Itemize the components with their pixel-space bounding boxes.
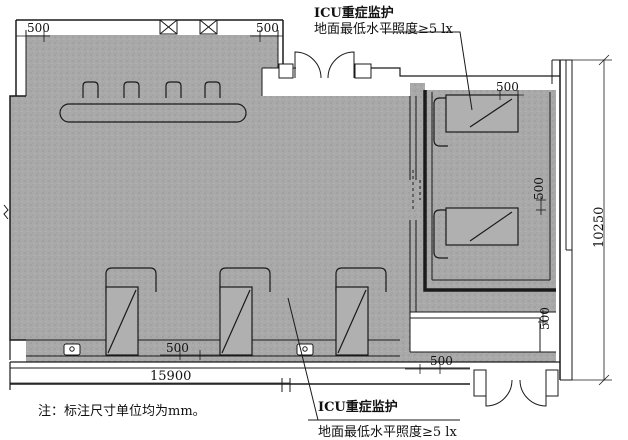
leader-lines (287, 31, 473, 421)
floor-area (10, 35, 556, 362)
sinks (63, 343, 314, 356)
label-icu-top-title: ICU重症监护 (314, 6, 394, 21)
dim-500-bottom-right: 500 (430, 354, 453, 368)
units-note: 注：标注尺寸单位均为mm。 (38, 404, 206, 419)
dim-500-bottom-mid: 500 (166, 341, 189, 355)
ceiling-equipment (159, 19, 218, 35)
outer-walls (9, 19, 573, 397)
dim-500-top-left: 500 (27, 21, 50, 35)
break-mark (3, 204, 9, 220)
dim-overall-width: 15900 (150, 369, 192, 384)
label-icu-bottom-illuminance: 地面最低水平照度≥5 lx (318, 425, 457, 440)
label-icu-top-illuminance: 地面最低水平照度≥5 lx (314, 22, 453, 37)
dim-500-right-lower: 500 (538, 307, 552, 330)
dimension-lines (10, 30, 612, 386)
beds-right (433, 94, 519, 259)
dim-500-right-bed-mid: 500 (532, 177, 546, 200)
partition-glass (412, 170, 421, 212)
dim-overall-height: 10250 (592, 206, 607, 248)
door-bottom (485, 379, 547, 407)
nurse-station (59, 81, 247, 123)
beds-bottom (105, 267, 387, 356)
door-top (294, 51, 355, 79)
label-icu-bottom-title: ICU重症监护 (318, 400, 398, 415)
dim-500-right-bed-top: 500 (496, 80, 519, 94)
dim-500-top-right: 500 (256, 21, 279, 35)
